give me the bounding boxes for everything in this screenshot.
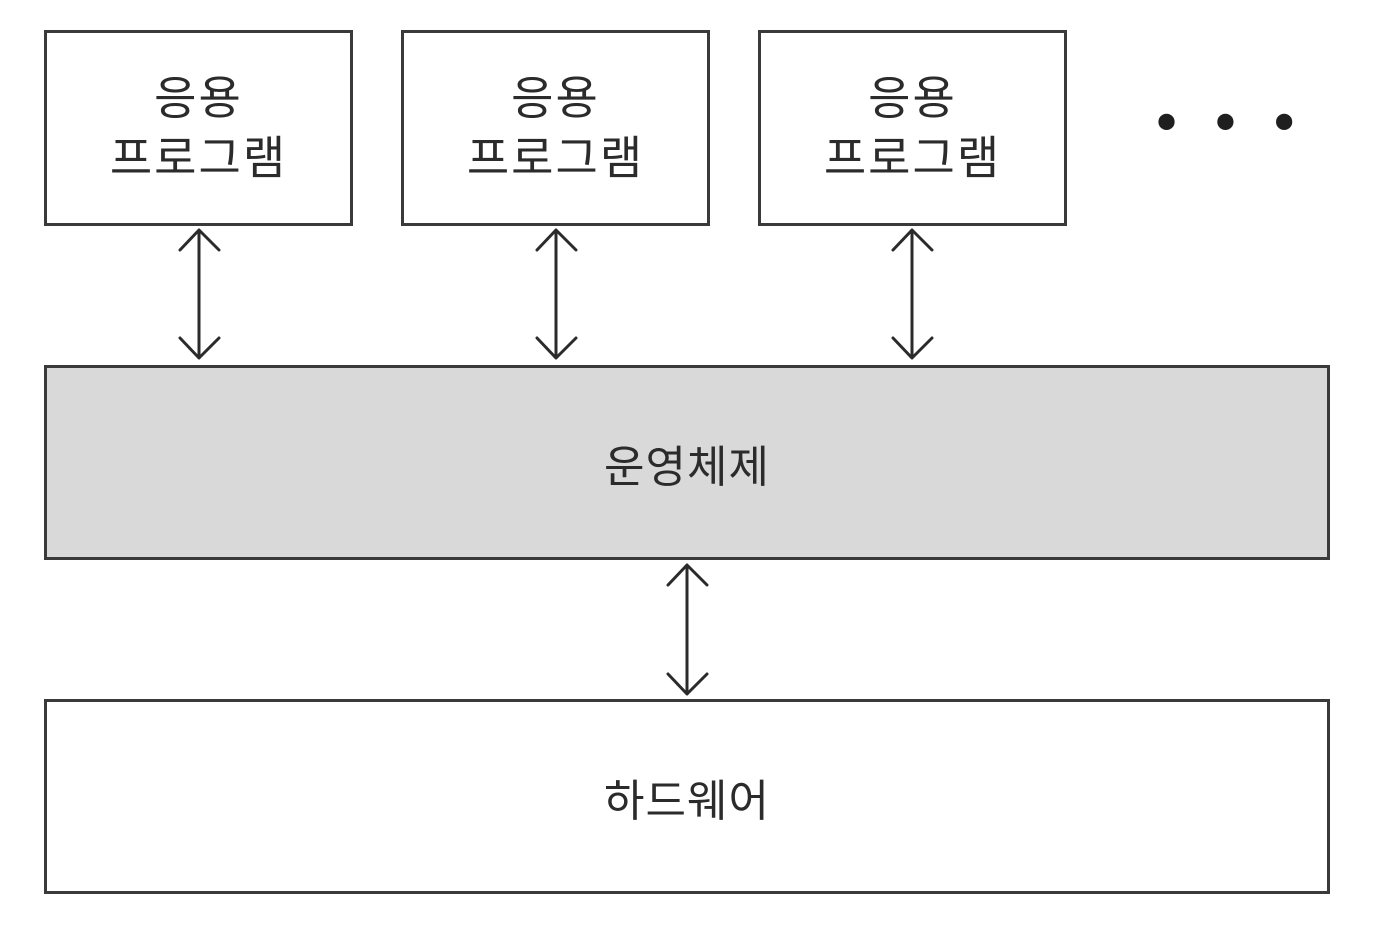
more-applications-ellipsis: • • • (1150, 92, 1305, 157)
operating-system-box: 운영체제 (44, 365, 1330, 560)
application-label-1-line1: 응용 (154, 71, 243, 125)
application-label-2-line2: 프로그램 (466, 131, 645, 185)
application-box-1: 응용 프로그램 (44, 30, 353, 226)
application-label-3: 응용 프로그램 (824, 68, 1001, 188)
operating-system-label: 운영체제 (604, 441, 770, 493)
application-label-1-line2: 프로그램 (109, 131, 288, 185)
application-label-3-line2: 프로그램 (823, 131, 1002, 185)
application-box-2: 응용 프로그램 (401, 30, 710, 226)
bidirectional-arrow-os-hardware (666, 563, 709, 696)
application-label-2: 응용 프로그램 (467, 68, 644, 188)
bidirectional-arrow-app2-os (535, 228, 578, 360)
application-label-1: 응용 프로그램 (110, 68, 287, 188)
bidirectional-arrow-app3-os (891, 228, 934, 360)
bidirectional-arrow-app1-os (178, 228, 221, 360)
hardware-label: 하드웨어 (604, 775, 770, 827)
application-box-3: 응용 프로그램 (758, 30, 1067, 226)
hardware-box: 하드웨어 (44, 699, 1330, 894)
application-label-3-line1: 응용 (868, 71, 957, 125)
application-label-2-line1: 응용 (511, 71, 600, 125)
